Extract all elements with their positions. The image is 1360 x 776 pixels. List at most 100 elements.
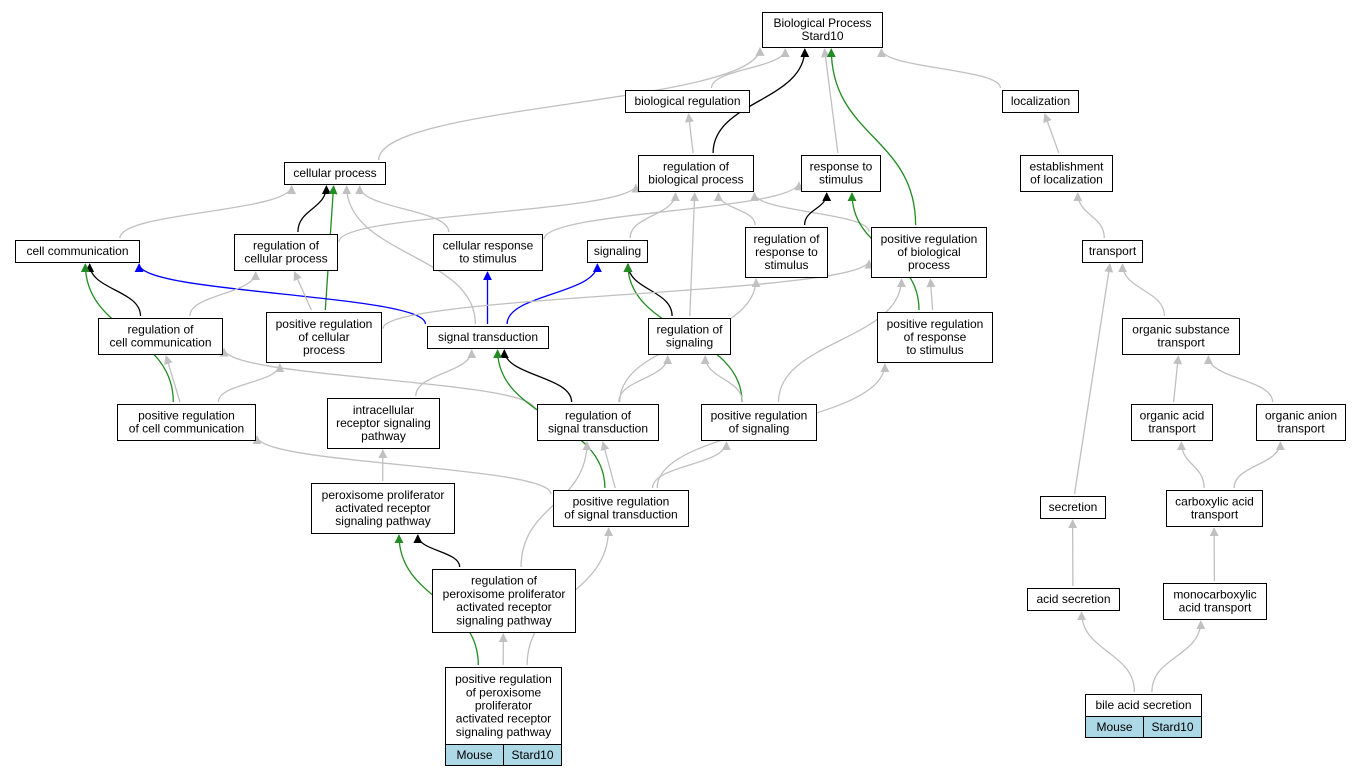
node-label-line: cellular response [443, 238, 534, 252]
node-box [311, 483, 455, 534]
node-label-line: organic anion [1265, 408, 1337, 422]
legend-label: Mouse [456, 748, 492, 762]
node-box [327, 398, 440, 449]
node-label-line: cell communication [26, 244, 128, 258]
go-term-node-cellproc[interactable]: cellular process [284, 162, 386, 185]
node-label-line: to stimulus [459, 252, 516, 266]
edge-is-a [926, 278, 936, 311]
edge-is-a [293, 271, 312, 311]
node-label-line: signal transduction [548, 422, 648, 436]
edge-positively-regulates [826, 48, 917, 226]
node-box [701, 404, 817, 441]
node-label-line: acid secretion [1036, 592, 1110, 606]
edge-part-of [297, 185, 331, 233]
edge-part-of [85, 263, 142, 317]
node-box [1002, 90, 1079, 113]
edge-is-a [618, 355, 673, 403]
edge-is-a [1176, 441, 1205, 489]
edge-is-a [415, 349, 477, 397]
node-label-line: positive regulation [138, 408, 235, 422]
node-label-line: response to [810, 159, 873, 173]
edge-is-a [164, 355, 181, 403]
node-box [1040, 496, 1106, 519]
edge-is-a [1172, 355, 1183, 403]
node-label-line: positive regulation [881, 232, 978, 246]
edge-is-a [651, 441, 731, 489]
node-box [1163, 583, 1267, 620]
go-term-node-cellcomm[interactable]: cell communication [15, 240, 140, 263]
edge-is-a [689, 192, 699, 317]
node-label-line: establishment [1029, 159, 1104, 173]
node-label-line: signaling pathway [456, 613, 551, 627]
node-label-line: regulation of [253, 238, 320, 252]
edge-is-a [821, 48, 839, 154]
edge-regulates [506, 263, 602, 325]
go-term-node-acidsec[interactable]: acid secretion [1027, 588, 1120, 611]
node-box [745, 227, 828, 278]
node-box [98, 318, 223, 355]
node-label-line: Biological Process [773, 16, 871, 30]
node-box [1166, 490, 1263, 527]
go-term-node-localization[interactable]: localization [1002, 90, 1079, 113]
legend-cell-stard10 [503, 744, 562, 766]
node-label-line: proliferator [475, 699, 532, 713]
edge-is-a [1233, 441, 1285, 489]
node-box [1256, 404, 1346, 441]
node-label-line: of localization [1030, 173, 1103, 187]
node-box [1122, 318, 1240, 355]
go-term-node-secretion[interactable]: secretion [1040, 496, 1106, 519]
node-label-line: cellular process [293, 166, 376, 180]
go-term-node-transport[interactable]: transport [1082, 240, 1143, 263]
node-box [587, 240, 648, 263]
node-box [234, 234, 338, 271]
node-label-line: biological regulation [634, 94, 740, 108]
node-label-line: of response [904, 330, 967, 344]
edge-is-a [382, 259, 874, 329]
node-box [1027, 588, 1120, 611]
node-box [648, 318, 731, 355]
edge-is-a [1203, 355, 1274, 403]
edge-is-a [877, 48, 1002, 89]
node-label-line: to stimulus [906, 343, 963, 357]
node-label-line: of cellular [298, 330, 349, 344]
node-label-line: transport [1157, 336, 1205, 350]
legend-label: Stard10 [511, 748, 553, 762]
go-term-node-sigtrans[interactable]: signal transduction [427, 326, 549, 349]
node-label-line: positive regulation [711, 408, 808, 422]
edge-is-a [777, 278, 906, 403]
node-label-line: regulation of [127, 322, 194, 336]
go-term-node-signaling[interactable]: signaling [587, 240, 648, 263]
node-label-line: cell communication [109, 336, 211, 350]
node-label-line: regulation of [565, 408, 632, 422]
node-label-line: signal transduction [438, 330, 538, 344]
go-term-node-bioreg[interactable]: biological regulation [625, 90, 750, 113]
edge-is-a [684, 113, 694, 154]
node-label-line: signaling pathway [456, 725, 551, 739]
